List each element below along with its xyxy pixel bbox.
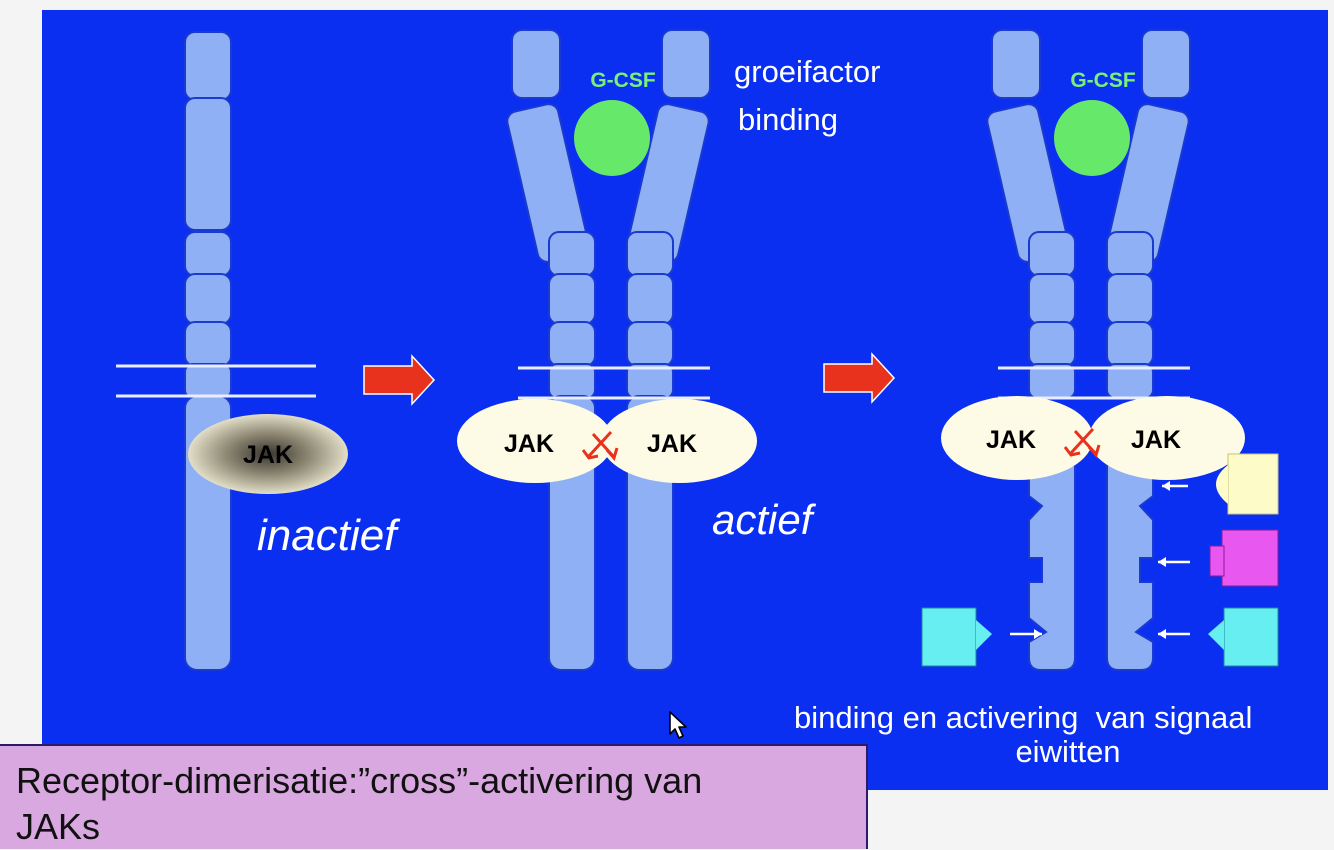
jak-right-label: JAK (647, 430, 697, 458)
binding-arrowhead (1158, 557, 1166, 567)
binding-arrowhead (1162, 481, 1170, 491)
jak-left (941, 396, 1093, 480)
binding-arrowhead (1034, 629, 1042, 639)
panel-active: G-CSF groeifactor binding JAK JAK actief (457, 29, 880, 671)
caption-line-1: Receptor-dimerisatie:”cross”-activering … (16, 760, 703, 801)
receptor-dimerization-diagram: JAK inactief G-CSF groeifactor binding (116, 29, 1279, 769)
panel-inactive: JAK inactief (116, 31, 401, 671)
jak-right (1089, 396, 1245, 480)
receptor-monomer (184, 31, 232, 671)
gcsf-ligand (574, 100, 650, 176)
gcsf-ligand (1054, 100, 1130, 176)
jak-left-label: JAK (504, 430, 554, 458)
signaling-caption-line2: eiwitten (1015, 734, 1120, 769)
signaling-caption-line1: binding en activering van signaal (794, 700, 1252, 735)
caption-line-2: JAKs (16, 806, 101, 847)
transition-arrow-2 (823, 352, 896, 404)
jak-inactive (188, 414, 348, 494)
mouse-pointer-icon (669, 711, 687, 739)
signal-protein-magenta (1209, 529, 1279, 587)
cross-activation-arrows (1063, 427, 1101, 459)
cross-activation-arrows (581, 430, 619, 462)
gcsf-label: G-CSF (590, 69, 656, 92)
signal-protein-cyan-right (1208, 607, 1279, 667)
active-state-label: actief (712, 496, 817, 543)
jak-right-label: JAK (1131, 426, 1181, 454)
binding-arrowhead (1158, 629, 1166, 639)
panel-signaling: G-CSF JAK JAK (794, 29, 1279, 769)
jak-right (601, 399, 757, 483)
jak-left-label: JAK (986, 426, 1036, 454)
jak-left (457, 399, 613, 483)
growth-factor-label-line2: binding (738, 102, 838, 137)
signal-protein-cyan-left (921, 607, 992, 667)
slide-caption-box: Receptor-dimerisatie:”cross”-activering … (0, 744, 868, 849)
inactive-state-label: inactief (257, 511, 401, 560)
slide: JAK inactief G-CSF groeifactor binding (42, 10, 1328, 790)
growth-factor-label-line1: groeifactor (734, 54, 880, 89)
gcsf-label: G-CSF (1070, 69, 1136, 92)
transition-arrow-1 (363, 354, 436, 406)
jak-inactive-label: JAK (243, 441, 293, 469)
signal-protein-yellow (1216, 453, 1279, 515)
